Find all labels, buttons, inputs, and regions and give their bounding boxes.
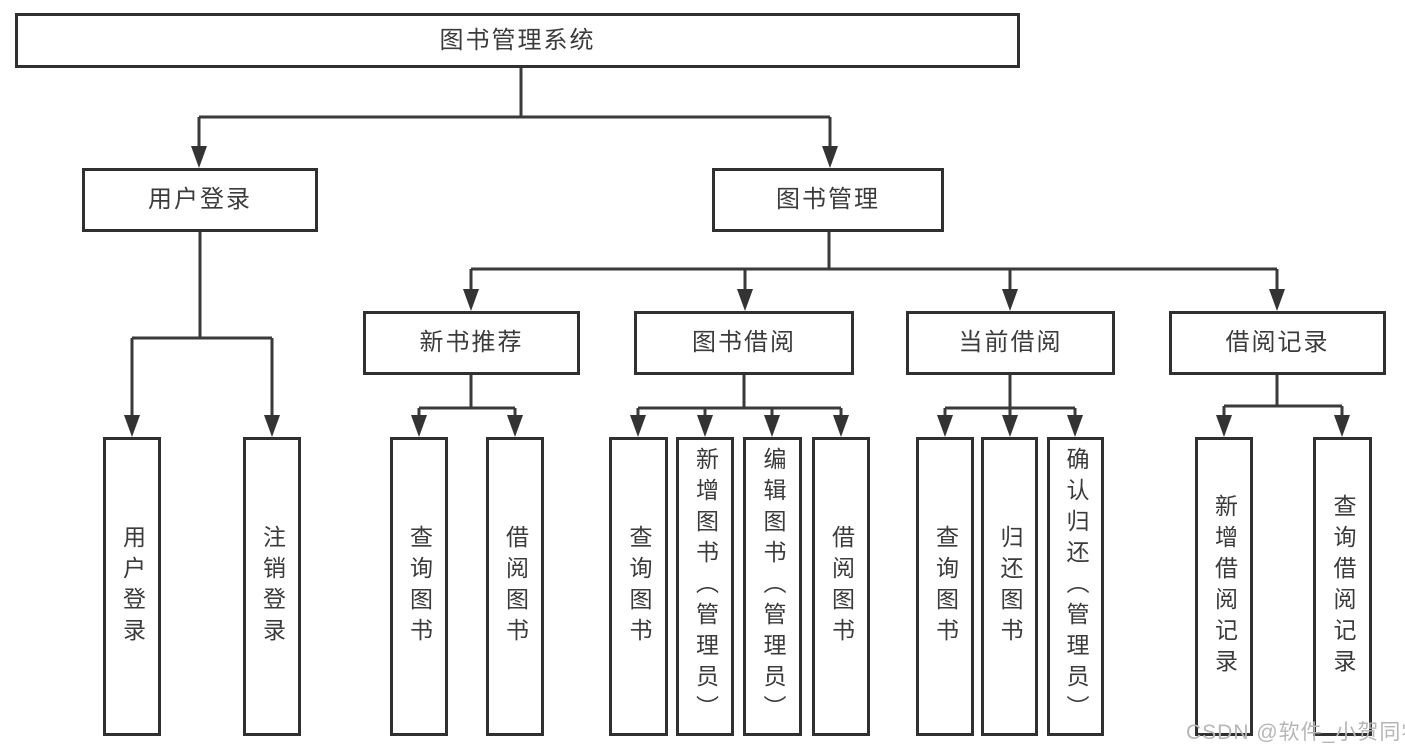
arrowheads	[124, 146, 1350, 437]
leaf-add-borrow-record: 新增借阅记录	[1195, 437, 1253, 736]
watermark: CSDN @软件_小贺同学	[1186, 721, 1405, 744]
leaf-confirm-return-admin: 确认归还（管理员）	[1047, 437, 1104, 736]
node-current-borrow: 当前借阅	[906, 311, 1115, 375]
leaf-recommend-query-books: 查询图书	[390, 437, 448, 736]
leaf-user-login: 用户登录	[103, 437, 161, 736]
leaf-borrow-books: 借阅图书	[812, 437, 870, 736]
node-borrow-records: 借阅记录	[1169, 311, 1386, 375]
node-user-login: 用户登录	[82, 168, 318, 232]
leaf-current-query-books: 查询图书	[916, 437, 974, 736]
node-root-system: 图书管理系统	[15, 13, 1020, 68]
leaf-edit-book-admin: 编辑图书（管理员）	[743, 437, 802, 736]
leaf-query-borrow-record: 查询借阅记录	[1313, 437, 1372, 736]
node-book-management: 图书管理	[712, 168, 944, 232]
node-new-book-recommend: 新书推荐	[363, 311, 580, 375]
leaf-borrow-query-books: 查询图书	[609, 437, 668, 736]
node-book-borrow: 图书借阅	[634, 311, 854, 375]
leaf-logout: 注销登录	[243, 437, 301, 736]
leaf-recommend-borrow-books: 借阅图书	[486, 437, 544, 736]
leaf-return-book: 归还图书	[981, 437, 1038, 736]
leaf-add-book-admin: 新增图书（管理员）	[676, 437, 734, 736]
